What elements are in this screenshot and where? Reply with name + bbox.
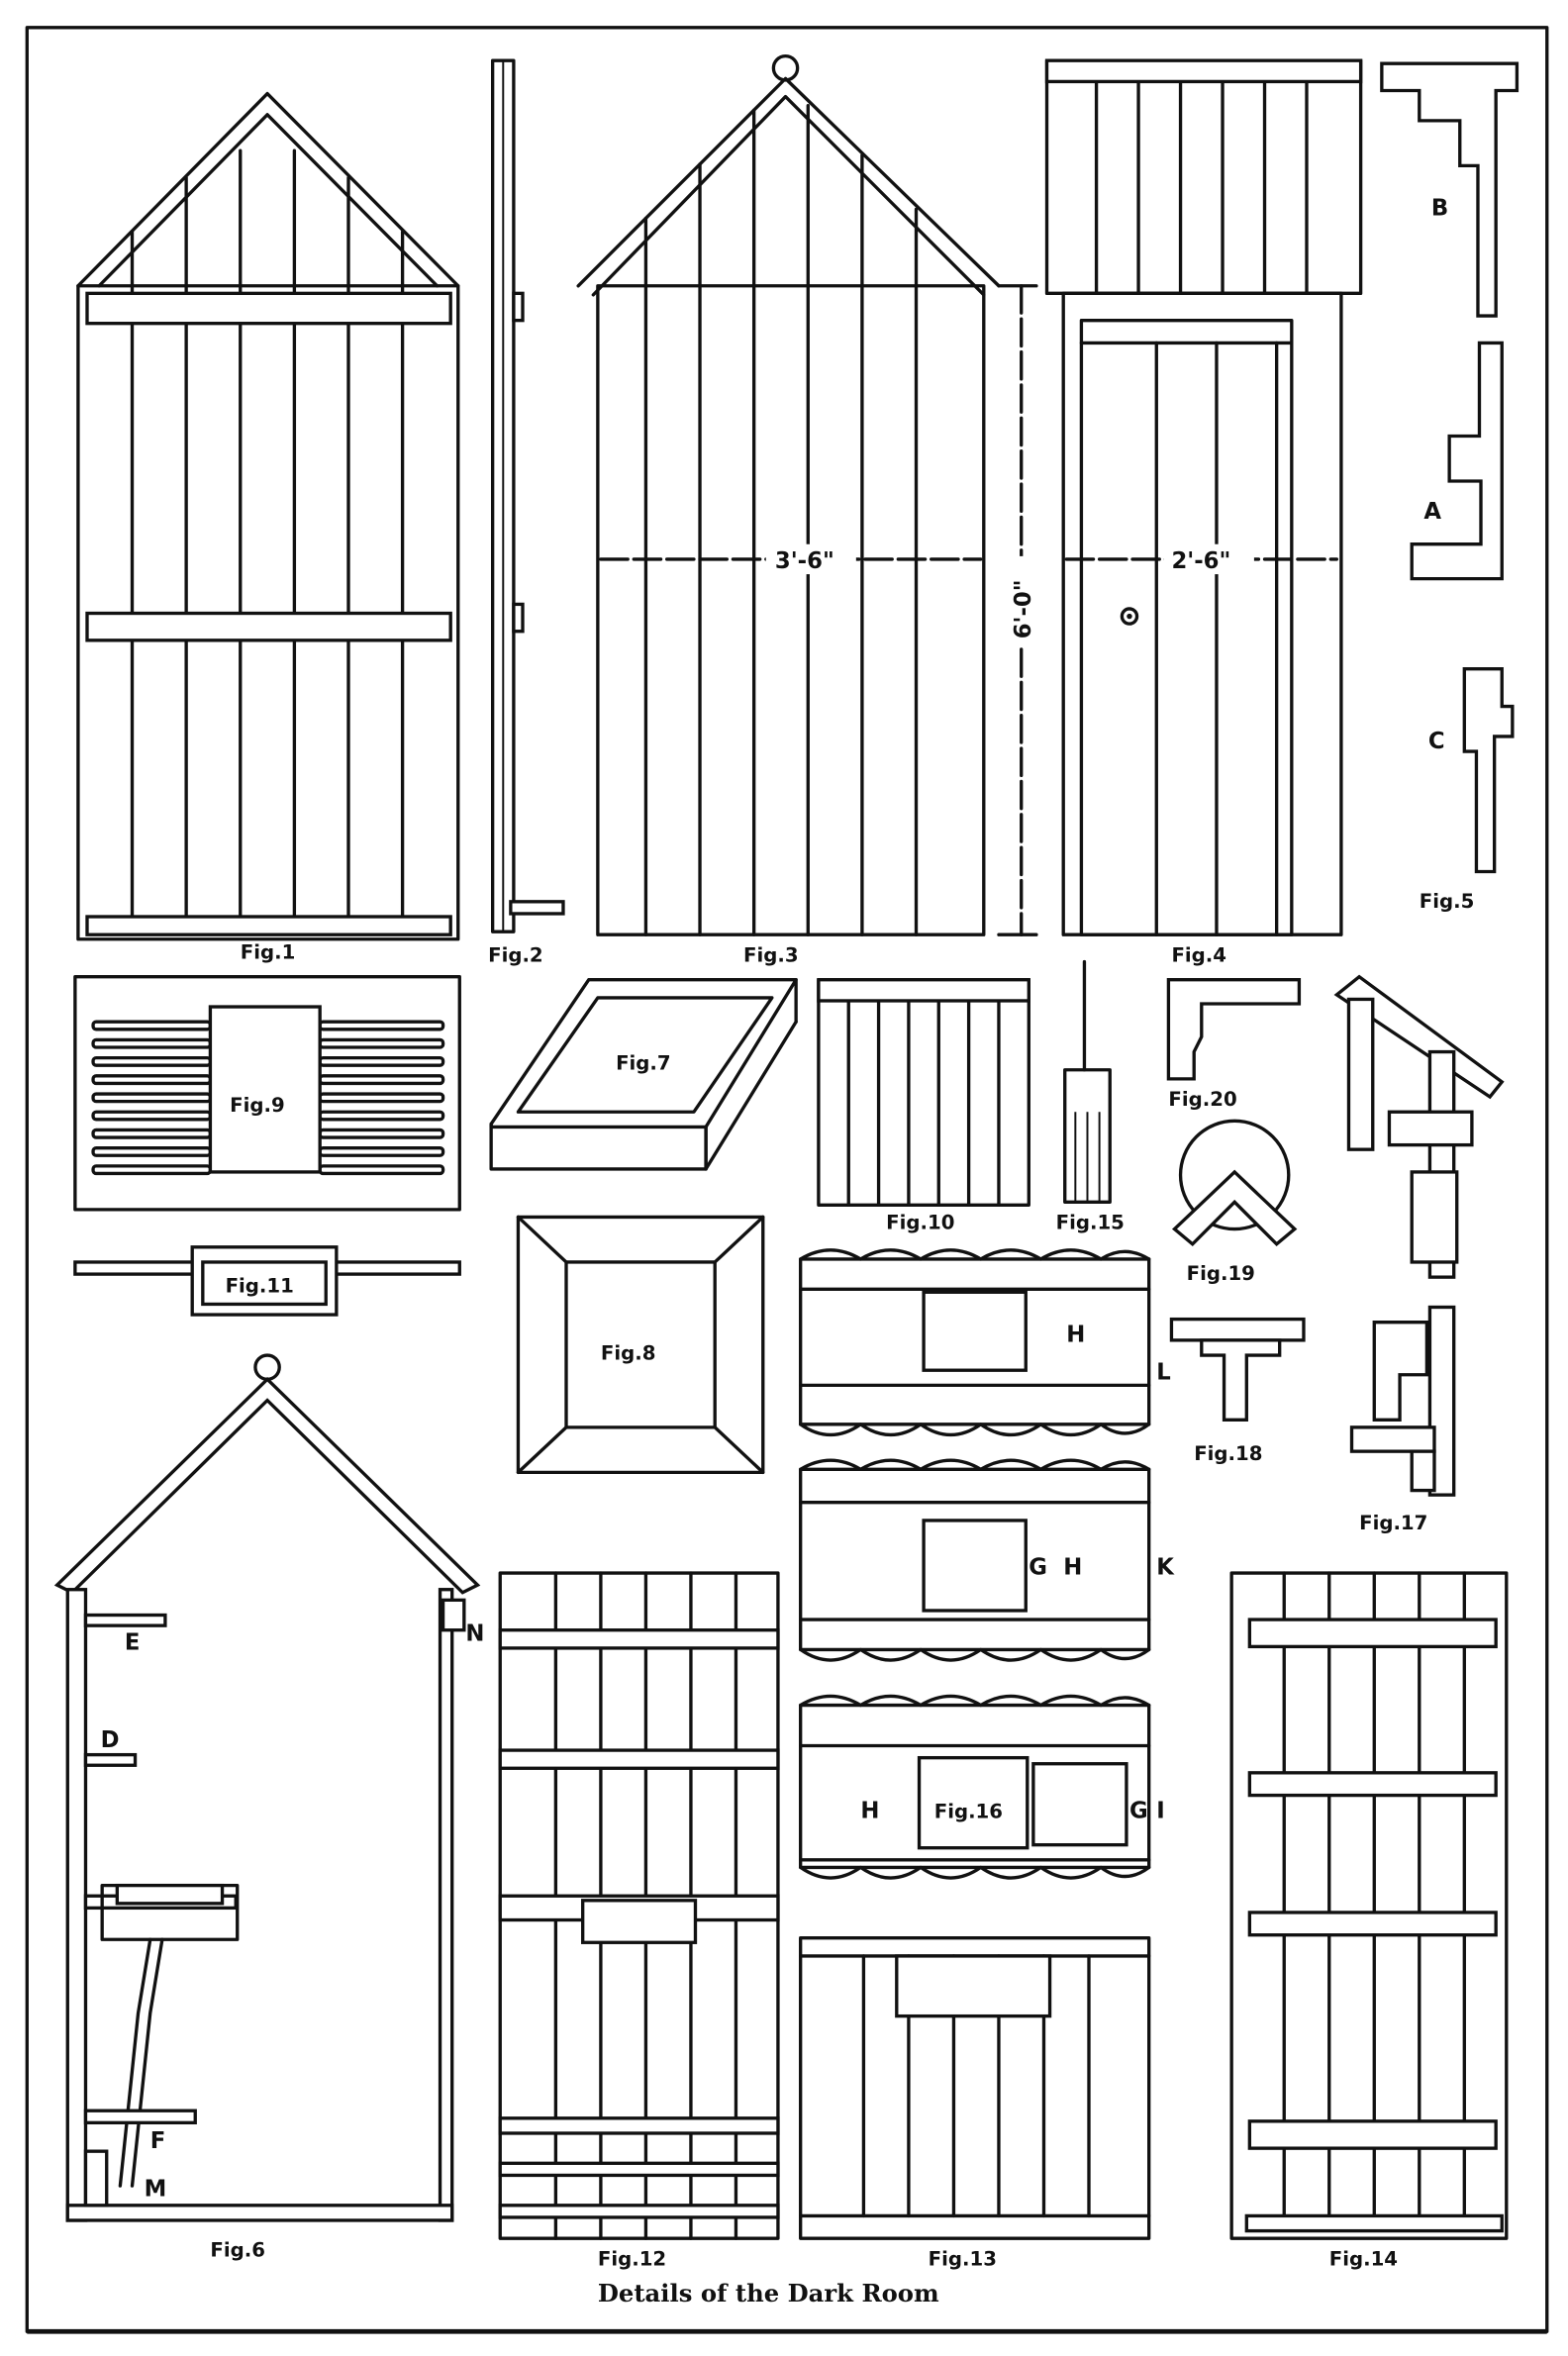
slat [318, 1092, 445, 1104]
slat [318, 1128, 445, 1139]
fig3-height-dimension: 6'-0" [1011, 579, 1036, 638]
letter-f: F [150, 2128, 166, 2154]
slat [91, 1164, 213, 1176]
fig16-panel-top [799, 1248, 1151, 1436]
fig7-tray [489, 978, 798, 1171]
slat [91, 1110, 213, 1122]
fig2-section [490, 58, 565, 933]
fig4-width-dimension: 2'-6" [1171, 548, 1230, 574]
fig18-label: Fig.18 [1194, 1442, 1262, 1465]
fig15-label: Fig.15 [1056, 1212, 1125, 1234]
slat [91, 1128, 213, 1139]
fig11-ventilator-section [73, 1245, 461, 1317]
fig15-brush [1063, 959, 1112, 1204]
fig16-panel-bottom [799, 1694, 1151, 1880]
caption: Details of the Dark Room [598, 2279, 939, 2307]
slat [318, 1164, 445, 1176]
letter-h-bottom: H [860, 1798, 879, 1823]
slat [318, 1037, 445, 1049]
letter-b: B [1431, 195, 1448, 221]
fig13-label: Fig.13 [929, 2247, 997, 2270]
slat [318, 1145, 445, 1157]
door-knob-icon [1120, 607, 1139, 626]
letter-c: C [1428, 729, 1445, 754]
slat [91, 1055, 213, 1067]
letter-e: E [125, 1629, 141, 1655]
letter-n: N [465, 1620, 484, 1646]
fig11-label: Fig.11 [226, 1274, 294, 1297]
fig7-label: Fig.7 [616, 1052, 671, 1075]
letter-a: A [1423, 499, 1441, 525]
ring-icon [771, 53, 800, 82]
letter-h-top: H [1066, 1322, 1085, 1347]
fig4-door-wall [1044, 58, 1363, 936]
fig9-ventilator [73, 975, 461, 1212]
fig8-square-frame [516, 1215, 765, 1475]
fig6-cross-section [53, 1353, 481, 2222]
fig1-gable-end-frame [76, 91, 460, 941]
fig14-label: Fig.14 [1329, 2247, 1398, 2270]
fig9-label: Fig.9 [230, 1094, 285, 1117]
slat [318, 1020, 445, 1031]
fig5-label: Fig.5 [1420, 890, 1475, 913]
fig12-wall-frame [498, 1571, 780, 2240]
fig12-label: Fig.12 [598, 2247, 666, 2270]
fig3-width-dimension: 3'-6" [775, 548, 834, 574]
letter-d: D [101, 1727, 120, 1753]
fig16-label: Fig.16 [934, 1800, 1003, 1822]
fig18-shelf-bracket [1169, 1317, 1306, 1422]
fig4-label: Fig.4 [1171, 944, 1226, 967]
slat [91, 1020, 213, 1031]
fig2-label: Fig.2 [488, 944, 543, 967]
slat [91, 1145, 213, 1157]
fig14-door [1229, 1571, 1509, 2240]
fig16-panel-middle [799, 1458, 1151, 1662]
fig20-label: Fig.20 [1168, 1088, 1236, 1111]
fig6-label: Fig.6 [210, 2238, 265, 2261]
sheet-border [25, 26, 1549, 2333]
slat [91, 1037, 213, 1049]
letter-g-bottom: G [1129, 1798, 1148, 1823]
slat [318, 1074, 445, 1086]
letter-h-middle: H [1063, 1555, 1082, 1581]
fig8-label: Fig.8 [601, 1342, 656, 1365]
slat [91, 1092, 213, 1104]
slat [91, 1074, 213, 1086]
fig5-joint-profiles [1380, 61, 1519, 874]
ring-icon [253, 1353, 281, 1381]
fig3-end-wall [576, 53, 1038, 936]
letter-k: K [1156, 1555, 1175, 1581]
fig10-rack [817, 978, 1030, 1207]
fig17-label: Fig.17 [1359, 1512, 1427, 1534]
letter-g-middle: G [1029, 1555, 1047, 1581]
letter-l: L [1156, 1359, 1171, 1385]
letter-m: M [145, 2177, 167, 2203]
slat [318, 1055, 445, 1067]
fig20-bracket [1166, 978, 1302, 1081]
fig19-corner-joint [1171, 1119, 1298, 1247]
fig10-label: Fig.10 [886, 1212, 954, 1234]
fig13-frame [799, 1936, 1151, 2240]
fig1-label: Fig.1 [241, 940, 296, 963]
fig19-label: Fig.19 [1187, 1262, 1255, 1285]
slat [318, 1110, 445, 1122]
letter-i: I [1156, 1798, 1164, 1823]
roof-eave-detail [1333, 974, 1505, 1279]
fig3-label: Fig.3 [743, 944, 799, 967]
fig17-joint-detail [1349, 1305, 1456, 1497]
